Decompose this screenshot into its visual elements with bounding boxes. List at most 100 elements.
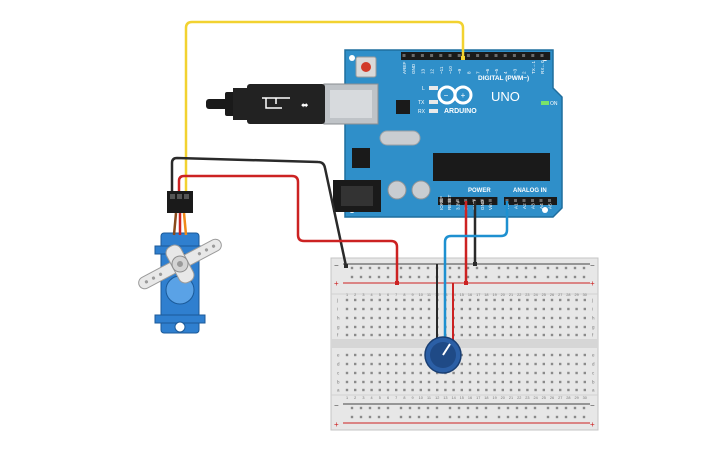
- rail-hole[interactable]: [506, 415, 510, 419]
- breadboard-hole[interactable]: [542, 316, 545, 320]
- breadboard-hole[interactable]: [542, 325, 545, 329]
- breadboard-hole[interactable]: [526, 371, 529, 375]
- breadboard-hole[interactable]: [583, 371, 586, 375]
- breadboard-hole[interactable]: [526, 325, 529, 329]
- wire-endpoint[interactable]: [344, 264, 348, 268]
- breadboard-hole[interactable]: [403, 307, 406, 311]
- breadboard-hole[interactable]: [419, 307, 422, 311]
- rail-hole[interactable]: [515, 415, 519, 419]
- rail-hole[interactable]: [515, 266, 519, 270]
- breadboard-hole[interactable]: [509, 333, 513, 337]
- breadboard-hole[interactable]: [518, 298, 521, 302]
- breadboard-hole[interactable]: [395, 353, 398, 357]
- rail-hole[interactable]: [386, 415, 390, 419]
- breadboard-hole[interactable]: [477, 316, 480, 320]
- breadboard-hole[interactable]: [550, 307, 554, 311]
- rail-hole[interactable]: [457, 266, 461, 270]
- breadboard-hole[interactable]: [518, 353, 521, 357]
- rail-hole[interactable]: [377, 275, 381, 279]
- breadboard-hole[interactable]: [370, 307, 373, 311]
- breadboard-hole[interactable]: [518, 307, 521, 311]
- breadboard-hole[interactable]: [411, 316, 414, 320]
- breadboard-hole[interactable]: [395, 316, 398, 320]
- breadboard-hole[interactable]: [518, 388, 521, 392]
- breadboard-hole[interactable]: [436, 371, 439, 375]
- breadboard-hole[interactable]: [378, 333, 381, 337]
- rail-hole[interactable]: [457, 406, 461, 410]
- rail-hole[interactable]: [448, 406, 452, 410]
- breadboard-hole[interactable]: [468, 388, 472, 392]
- rail-hole[interactable]: [399, 266, 403, 270]
- breadboard-hole[interactable]: [485, 325, 488, 329]
- digital-pin[interactable]: [485, 54, 489, 57]
- breadboard-hole[interactable]: [575, 298, 578, 302]
- breadboard-hole[interactable]: [526, 362, 529, 366]
- rail-hole[interactable]: [515, 406, 519, 410]
- rail-hole[interactable]: [524, 415, 528, 419]
- breadboard-hole[interactable]: [583, 333, 586, 337]
- rail-hole[interactable]: [359, 406, 363, 410]
- analog-pin[interactable]: [539, 199, 543, 202]
- rail-hole[interactable]: [555, 415, 559, 419]
- breadboard-hole[interactable]: [468, 353, 472, 357]
- breadboard-hole[interactable]: [501, 325, 504, 329]
- breadboard-hole[interactable]: [460, 307, 463, 311]
- breadboard-hole[interactable]: [411, 353, 414, 357]
- breadboard-hole[interactable]: [542, 353, 545, 357]
- digital-pin[interactable]: [420, 54, 424, 57]
- breadboard-hole[interactable]: [452, 371, 455, 375]
- breadboard-hole[interactable]: [575, 380, 578, 384]
- breadboard-hole[interactable]: [518, 316, 521, 320]
- breadboard-hole[interactable]: [362, 298, 365, 302]
- breadboard-hole[interactable]: [362, 353, 365, 357]
- breadboard-hole[interactable]: [485, 388, 488, 392]
- breadboard-hole[interactable]: [419, 380, 422, 384]
- breadboard-hole[interactable]: [395, 380, 398, 384]
- breadboard-hole[interactable]: [550, 371, 554, 375]
- breadboard-hole[interactable]: [386, 307, 390, 311]
- breadboard-hole[interactable]: [370, 371, 373, 375]
- breadboard-hole[interactable]: [395, 388, 398, 392]
- rail-hole[interactable]: [426, 266, 430, 270]
- rail-hole[interactable]: [359, 266, 363, 270]
- rail-hole[interactable]: [377, 406, 381, 410]
- breadboard-hole[interactable]: [403, 371, 406, 375]
- wire-endpoint[interactable]: [464, 281, 468, 285]
- rail-hole[interactable]: [466, 415, 470, 419]
- breadboard-hole[interactable]: [550, 380, 554, 384]
- breadboard-hole[interactable]: [362, 333, 365, 337]
- breadboard-hole[interactable]: [583, 380, 586, 384]
- breadboard-hole[interactable]: [509, 388, 513, 392]
- breadboard-hole[interactable]: [575, 316, 578, 320]
- rail-hole[interactable]: [386, 406, 390, 410]
- power-pin[interactable]: [455, 199, 459, 202]
- breadboard-hole[interactable]: [575, 333, 578, 337]
- arduino-board[interactable]: − +: [323, 49, 563, 218]
- breadboard-hole[interactable]: [477, 362, 480, 366]
- breadboard-hole[interactable]: [501, 388, 504, 392]
- breadboard-hole[interactable]: [485, 371, 488, 375]
- rail-hole[interactable]: [448, 415, 452, 419]
- rail-hole[interactable]: [408, 266, 412, 270]
- digital-pin[interactable]: [476, 54, 480, 57]
- breadboard-hole[interactable]: [567, 298, 570, 302]
- rail-hole[interactable]: [350, 406, 354, 410]
- breadboard-hole[interactable]: [559, 325, 562, 329]
- breadboard-hole[interactable]: [526, 388, 529, 392]
- breadboard-hole[interactable]: [395, 325, 398, 329]
- breadboard-hole[interactable]: [501, 371, 504, 375]
- breadboard-hole[interactable]: [534, 325, 537, 329]
- breadboard-hole[interactable]: [559, 362, 562, 366]
- breadboard-hole[interactable]: [485, 362, 488, 366]
- breadboard-hole[interactable]: [386, 316, 390, 320]
- rail-hole[interactable]: [546, 266, 550, 270]
- breadboard-hole[interactable]: [501, 316, 504, 320]
- analog-a0-wire[interactable]: [443, 201, 509, 340]
- rail-hole[interactable]: [399, 406, 403, 410]
- digital-pin[interactable]: [402, 54, 406, 57]
- breadboard-hole[interactable]: [370, 333, 373, 337]
- breadboard-hole[interactable]: [427, 371, 431, 375]
- breadboard-hole[interactable]: [501, 353, 504, 357]
- breadboard-hole[interactable]: [419, 353, 422, 357]
- digital-pin[interactable]: [466, 54, 470, 57]
